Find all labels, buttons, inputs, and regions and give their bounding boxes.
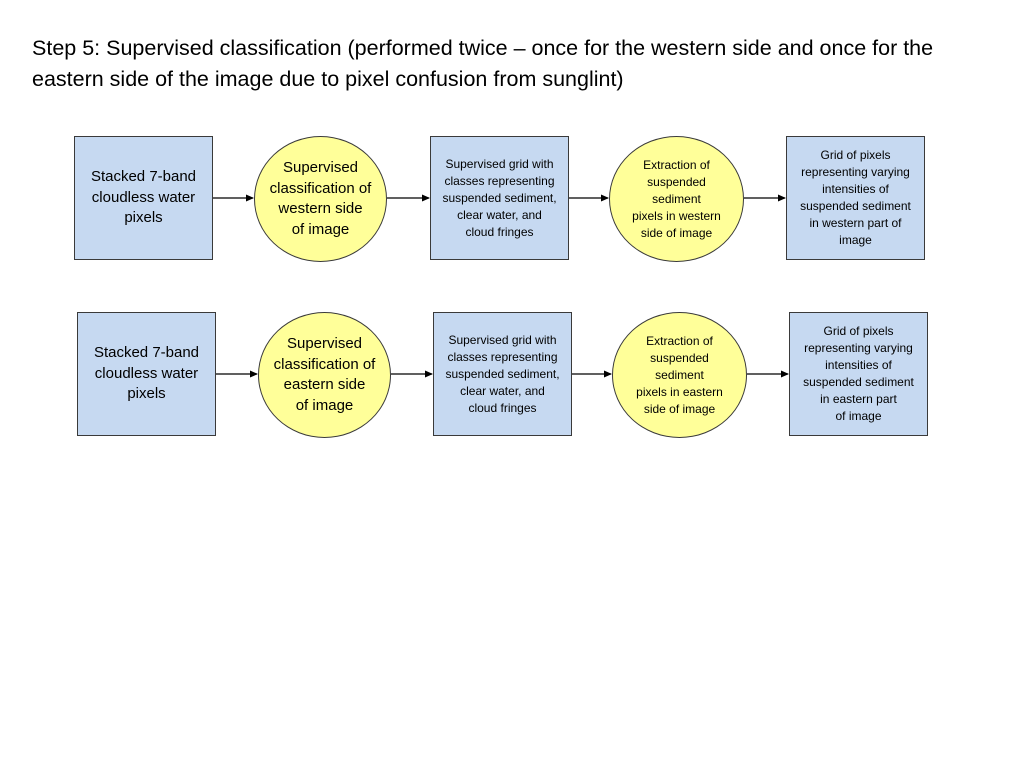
row1-output-box: Grid of pixels representing varying inte… xyxy=(786,136,925,260)
row1-extraction-circle: Extraction of suspended sediment pixels … xyxy=(609,136,744,262)
row2-grid-box: Supervised grid with classes representin… xyxy=(433,312,572,436)
row1-grid-box: Supervised grid with classes representin… xyxy=(430,136,569,260)
row2-extraction-circle: Extraction of suspended sediment pixels … xyxy=(612,312,747,438)
row2-input-box: Stacked 7-band cloudless water pixels xyxy=(77,312,216,436)
row2-classification-circle: Supervised classification of eastern sid… xyxy=(258,312,391,438)
row1-input-box: Stacked 7-band cloudless water pixels xyxy=(74,136,213,260)
slide-title: Step 5: Supervised classification (perfo… xyxy=(32,36,934,91)
row2-output-box: Grid of pixels representing varying inte… xyxy=(789,312,928,436)
row1-classification-circle: Supervised classification of western sid… xyxy=(254,136,387,262)
